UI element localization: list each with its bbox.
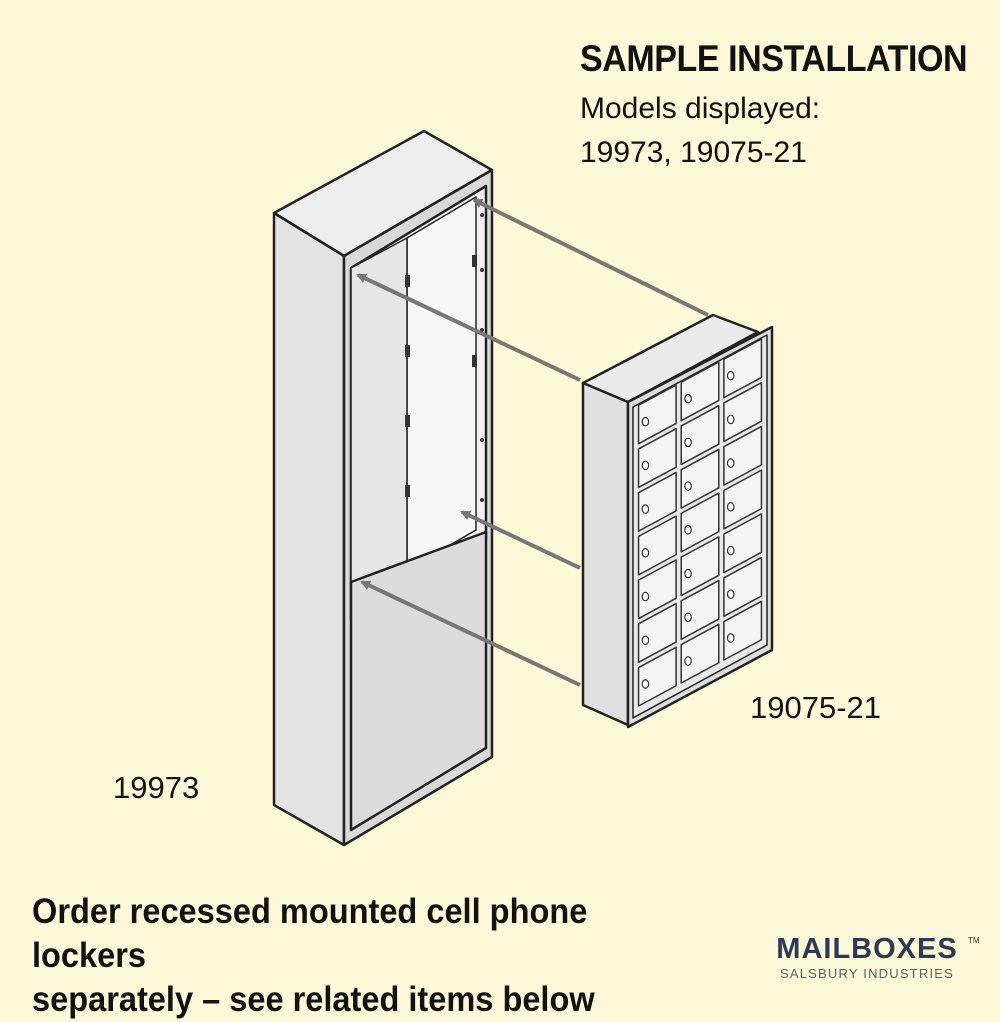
lock-icon <box>726 414 735 425</box>
models-displayed-label: Models displayed: <box>580 92 821 125</box>
brand-subtitle: SALSBURY INDUSTRIES <box>779 966 955 981</box>
page-title: SAMPLE INSTALLATION <box>580 38 968 79</box>
locker-door <box>637 471 677 532</box>
locker-door <box>680 623 720 684</box>
lock-icon <box>641 635 650 646</box>
locker-door <box>723 381 763 443</box>
lock-icon <box>726 502 735 512</box>
lock-icon <box>641 679 650 689</box>
models-displayed-list: 19973, 19075-21 <box>580 136 807 169</box>
mounting-arrows <box>356 198 709 687</box>
locker-door <box>680 492 720 553</box>
locker-door <box>723 469 763 530</box>
locker-door <box>680 404 720 466</box>
locker-door <box>637 427 677 489</box>
arrow-4 <box>360 580 581 687</box>
lock-icon <box>726 633 735 643</box>
order-note-line1: Order recessed mounted cell phone locker… <box>32 892 588 975</box>
lock-icon <box>641 548 650 558</box>
mounting-slots <box>405 213 484 502</box>
lock-icon <box>684 437 692 448</box>
lock-icon <box>726 458 735 468</box>
locker-door <box>637 515 677 576</box>
lock-icon <box>726 370 735 381</box>
lock-icon <box>641 591 650 602</box>
lock-icon <box>641 460 650 471</box>
arrow-2 <box>356 273 581 382</box>
locker-door <box>680 579 720 641</box>
locker-door <box>680 536 720 597</box>
locker-door <box>637 646 677 707</box>
locker-door <box>723 425 763 486</box>
lock-icon <box>726 545 735 556</box>
cabinet-model-label: 19973 <box>113 770 200 805</box>
cabinet-19973 <box>272 129 494 847</box>
locker-door <box>680 448 720 509</box>
locker-19075-21 <box>581 313 774 729</box>
trademark-mark: TM <box>968 936 980 945</box>
cabinet-left-side <box>272 211 346 847</box>
lock-icon <box>684 393 692 404</box>
order-note-line2: separately – see related items below <box>32 980 595 1019</box>
lock-icon <box>726 589 735 600</box>
brand-logo: MAILBOXES SALSBURY INDUSTRIES <box>757 934 977 981</box>
installation-diagram <box>272 129 774 847</box>
lock-icon <box>641 504 650 514</box>
locker-door <box>723 338 763 399</box>
locker-left-side <box>581 381 630 727</box>
locker-door <box>637 602 677 664</box>
lock-icon <box>684 525 692 535</box>
brand-name: MAILBOXES <box>776 933 958 965</box>
cabinet-lower-panel <box>349 530 488 832</box>
locker-model-label: 19075-21 <box>750 690 882 725</box>
locker-door <box>637 559 677 620</box>
locker-door <box>723 513 763 574</box>
arrow-1 <box>472 198 709 317</box>
lock-icon <box>684 612 692 623</box>
order-note: Order recessed mounted cell phone locker… <box>32 890 702 1022</box>
locker-doors <box>637 338 763 707</box>
locker-door <box>637 384 677 445</box>
lock-icon <box>684 481 692 491</box>
locker-door <box>680 361 720 422</box>
locker-door <box>723 600 763 661</box>
lock-icon <box>684 656 692 666</box>
locker-door <box>723 556 763 618</box>
lock-icon <box>641 416 650 427</box>
lock-icon <box>684 568 692 579</box>
arrow-3 <box>460 510 581 570</box>
